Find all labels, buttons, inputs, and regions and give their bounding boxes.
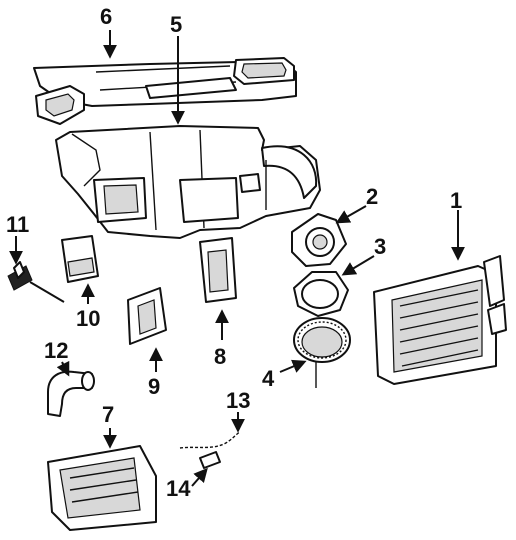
part-6-upper-duct xyxy=(33,57,297,125)
callout-5: 5 xyxy=(170,12,182,37)
callout-8: 8 xyxy=(214,344,226,369)
part-8-panel xyxy=(199,237,237,303)
callout-9: 9 xyxy=(148,374,160,399)
callout-11: 11 xyxy=(6,212,29,237)
callout-labels: 6 5 2 3 4 1 11 10 8 9 12 13 14 7 xyxy=(6,4,462,501)
callout-6: 6 xyxy=(100,4,112,29)
callout-10: 10 xyxy=(76,306,100,331)
callout-4: 4 xyxy=(262,366,275,391)
leader-4 xyxy=(279,359,307,373)
part-11-sensor xyxy=(7,261,65,303)
part-2-blower-motor xyxy=(291,213,347,267)
callout-7: 7 xyxy=(102,402,114,427)
part-13-wiring-harness xyxy=(179,431,241,469)
part-3-blower-plate xyxy=(293,271,349,317)
leader-2 xyxy=(335,205,367,224)
callout-14: 14 xyxy=(166,476,191,501)
callout-3: 3 xyxy=(374,234,386,259)
part-7-core-cover xyxy=(47,445,157,531)
part-10-label-card xyxy=(61,235,99,283)
callout-13: 13 xyxy=(226,388,250,413)
part-9-bracket xyxy=(127,287,167,345)
callout-12: 12 xyxy=(44,338,68,363)
leader-12 xyxy=(56,360,70,377)
part-4-blower-wheel xyxy=(293,317,351,388)
leader-14 xyxy=(191,467,208,487)
leader-3 xyxy=(341,255,375,276)
part-12-hose-elbow xyxy=(47,370,95,417)
callout-1: 1 xyxy=(450,188,462,213)
part-5-heater-housing xyxy=(55,125,321,239)
leader-lines xyxy=(9,30,465,487)
callout-2: 2 xyxy=(366,184,378,209)
part-1-heater-core xyxy=(373,255,507,385)
